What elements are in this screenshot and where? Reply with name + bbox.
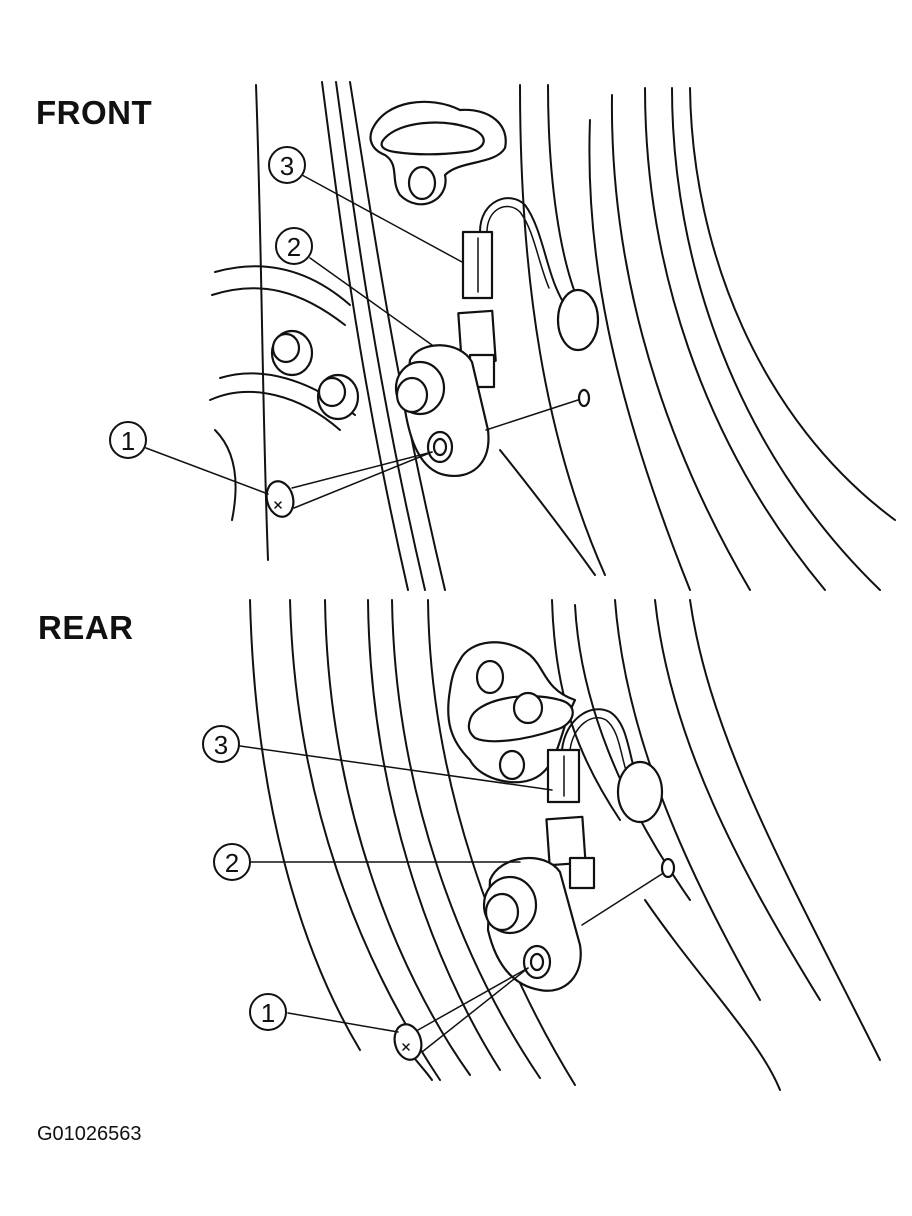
rear-view: 3 2 1 [202, 599, 881, 1091]
front-door-switch [394, 309, 591, 477]
rear-mount-hole [660, 857, 676, 879]
front-striker [369, 100, 507, 206]
svg-text:3: 3 [214, 730, 228, 760]
front-heading: FRONT [36, 94, 153, 131]
svg-text:2: 2 [287, 232, 301, 262]
front-screw [265, 451, 433, 518]
figure-id: G01026563 [37, 1123, 142, 1145]
front-mount-hole [577, 388, 591, 408]
svg-text:3: 3 [280, 151, 294, 181]
front-view: 3 2 1 [109, 81, 896, 591]
svg-text:2: 2 [225, 848, 239, 878]
svg-text:1: 1 [121, 426, 135, 456]
front-connector [461, 197, 600, 352]
front-body-lines [255, 81, 896, 591]
rear-harness-hole [616, 760, 664, 824]
front-callout-2: 2 [275, 227, 313, 265]
rear-door-switch [482, 815, 676, 992]
front-door-panel [209, 265, 360, 521]
rear-callout-leaders [239, 745, 553, 1033]
rear-heading: REAR [38, 609, 134, 646]
front-callout-leaders [145, 174, 463, 495]
front-harness-hole [556, 288, 600, 352]
rear-screw [393, 967, 529, 1061]
rear-striker [447, 641, 577, 784]
rear-callout-2: 2 [213, 843, 251, 881]
rear-callout-1: 1 [249, 993, 287, 1031]
rear-callout-3: 3 [202, 725, 240, 763]
rear-connector [546, 708, 664, 824]
front-callout-1: 1 [109, 421, 147, 459]
svg-text:1: 1 [261, 998, 275, 1028]
front-callout-3: 3 [268, 146, 306, 184]
